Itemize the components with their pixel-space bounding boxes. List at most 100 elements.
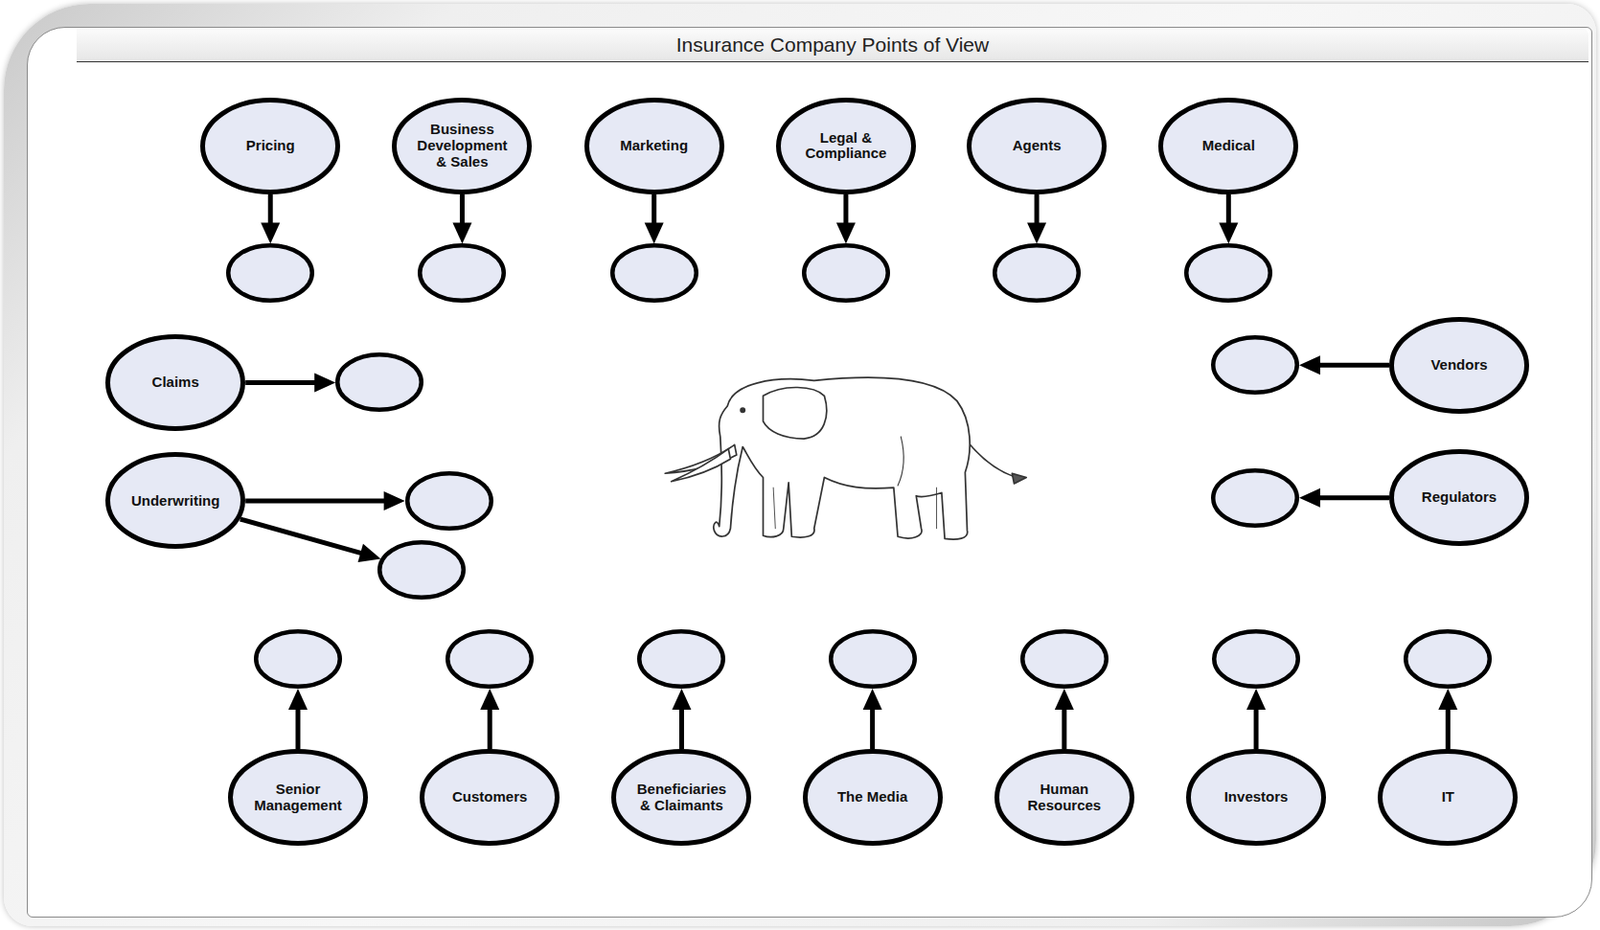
connector-line [1445, 708, 1451, 750]
view-circle [405, 471, 494, 531]
circle-outline [253, 629, 343, 689]
arrow-head [671, 688, 691, 710]
node-label: Investors [1224, 789, 1289, 806]
node-label: Pricing [246, 137, 296, 155]
circle-outline [1184, 243, 1273, 303]
arrow-connector [240, 519, 382, 563]
view-circle [226, 243, 315, 303]
arrow-connector [863, 688, 883, 750]
arrow-head [836, 222, 856, 244]
connector-line [487, 708, 493, 750]
connector-line [869, 708, 875, 750]
arrow-connector [1218, 194, 1238, 245]
node-label: Legal & Compliance [795, 130, 897, 163]
arrow-connector [1054, 688, 1075, 750]
connector-line [268, 194, 274, 226]
node-label: Regulators [1421, 489, 1497, 506]
perspective-circle: Human Resources [994, 749, 1135, 846]
view-circle [1211, 629, 1301, 689]
node-label: Underwriting [131, 493, 221, 510]
arrow-connector [452, 194, 472, 245]
circle-outline [828, 629, 917, 689]
arrow-connector [480, 688, 500, 750]
arrow-connector [288, 688, 308, 750]
view-circle [417, 243, 506, 303]
perspective-circle: Beneficiaries & Claimants [611, 749, 752, 846]
connector-line [245, 380, 317, 386]
connector-line [1226, 194, 1232, 226]
circle-outline [1211, 629, 1301, 689]
perspective-circle: IT [1377, 749, 1518, 846]
perspective-circle: Agents [966, 97, 1107, 195]
arrow-head [358, 544, 382, 563]
arrow-connector [245, 491, 405, 511]
node-label: Business Development & Sales [411, 121, 513, 170]
perspective-circle: Legal & Compliance [776, 97, 916, 195]
arrow-connector [1027, 194, 1047, 245]
view-circle [1211, 468, 1300, 528]
arrow-head [384, 491, 406, 511]
connector-line [295, 708, 300, 750]
arrow-head [1054, 688, 1075, 710]
node-label: Vendors [1430, 357, 1487, 374]
node-label: Beneficiaries & Claimants [630, 781, 732, 815]
arrow-head [1299, 488, 1321, 508]
perspective-circle: Pricing [200, 97, 341, 195]
arrow-head [1438, 688, 1458, 710]
perspective-circle: Customers [419, 749, 560, 846]
view-circle [377, 540, 466, 600]
connector-line [651, 194, 657, 226]
arrow-connector [1299, 355, 1390, 375]
perspective-circle: Regulators [1389, 449, 1530, 547]
circle-outline [417, 243, 506, 303]
circle-outline [445, 629, 534, 689]
view-circle [637, 629, 726, 689]
circle-outline [1211, 335, 1300, 395]
arrow-connector [245, 372, 336, 392]
node-label: Medical [1202, 137, 1256, 155]
node-label: IT [1441, 789, 1455, 806]
node-label: Claims [152, 374, 200, 391]
view-circle [610, 243, 699, 303]
circle-outline [377, 540, 466, 600]
circle-outline [226, 243, 315, 303]
arrow-connector [1246, 688, 1266, 750]
view-circle [801, 243, 891, 303]
connector-line [679, 708, 685, 750]
view-circle [253, 629, 343, 689]
view-circle [828, 629, 917, 689]
perspective-circle: Investors [1186, 749, 1326, 846]
arrow-head [260, 222, 280, 244]
connector-line [1034, 194, 1040, 226]
circle-outline [801, 243, 891, 303]
node-label: Human Resources [1013, 781, 1116, 815]
view-circle [1020, 629, 1109, 689]
perspective-circle: Claims [105, 334, 246, 432]
arrow-head [1299, 355, 1321, 375]
connector-line [843, 194, 848, 226]
perspective-circle: Vendors [1389, 317, 1530, 414]
perspective-circle: Business Development & Sales [391, 97, 532, 195]
circle-outline [610, 243, 699, 303]
arrow-connector [836, 194, 856, 245]
arrow-head [1027, 222, 1047, 244]
connector-line [459, 194, 465, 226]
perspective-circle: Senior Management [228, 749, 368, 846]
connector-line [1254, 708, 1259, 750]
view-circle [445, 629, 534, 689]
view-circle [1184, 243, 1273, 303]
node-label: Marketing [619, 137, 688, 155]
connector-line [1318, 495, 1390, 501]
arrow-connector [671, 688, 691, 750]
circle-outline [1403, 629, 1492, 689]
diagram-title: Insurance Company Points of View [676, 33, 989, 57]
arrow-head [288, 688, 308, 710]
view-circle [1403, 629, 1492, 689]
arrow-head [314, 372, 336, 392]
connector-line [240, 519, 363, 554]
arrow-connector [1438, 688, 1458, 750]
perspective-circle: The Media [802, 749, 943, 846]
perspective-circle: Underwriting [105, 452, 246, 549]
node-label: Senior Management [247, 781, 349, 815]
circle-outline [992, 243, 1081, 303]
